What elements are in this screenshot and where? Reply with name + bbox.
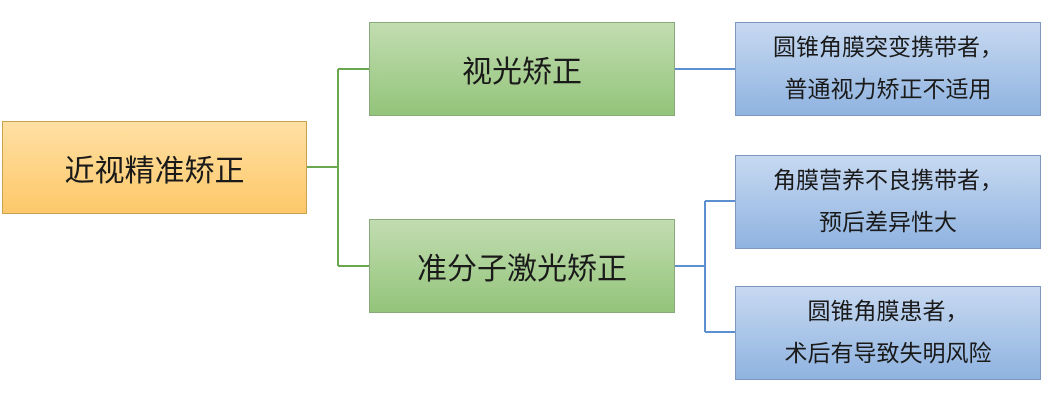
note-line: 术后有导致失明风险 xyxy=(784,341,992,367)
method-node-label: 准分子激光矫正 xyxy=(417,252,627,287)
method-node-excimer-laser: 准分子激光矫正 xyxy=(369,219,675,313)
note-line: 角膜营养不良携带者， xyxy=(773,167,1003,194)
root-node: 近视精准矫正 xyxy=(2,121,307,214)
note-node-keratoconus-carrier: 圆锥角膜突变携带者， 普通视力矫正不适用 xyxy=(735,22,1041,116)
note-node-keratoconus-patient: 圆锥角膜患者， 术后有导致失明风险 xyxy=(735,286,1041,380)
note-line: 圆锥角膜患者， xyxy=(807,298,969,325)
connector-root-to-methods xyxy=(307,68,369,267)
note-line: 预后差异性大 xyxy=(819,210,957,236)
method-node-vision-correction: 视光矫正 xyxy=(369,22,675,116)
method-node-label: 视光矫正 xyxy=(462,55,582,90)
note-line: 普通视力矫正不适用 xyxy=(784,77,992,103)
note-line: 圆锥角膜突变携带者， xyxy=(773,34,1003,61)
connector-method-1-to-notes xyxy=(675,200,735,333)
root-node-label: 近视精准矫正 xyxy=(64,153,245,189)
note-node-corneal-dystrophy-carrier: 角膜营养不良携带者， 预后差异性大 xyxy=(735,155,1041,249)
